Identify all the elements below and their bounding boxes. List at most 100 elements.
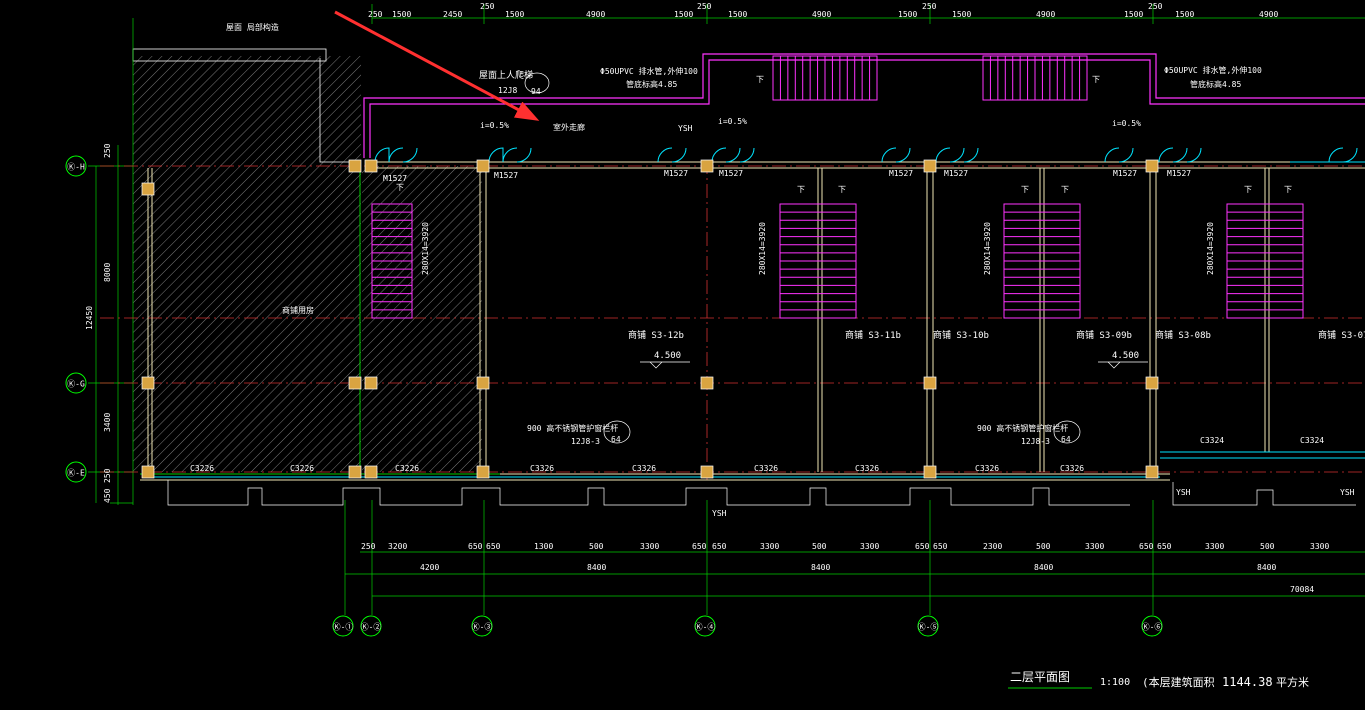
axis-bubble-v: Ⓚ-③ bbox=[471, 615, 493, 637]
column bbox=[923, 376, 937, 390]
down-6: 下 bbox=[1021, 185, 1029, 194]
axis-label: Ⓚ-E bbox=[67, 469, 85, 478]
note-pipe-elev-left: 管底标高4.85 bbox=[626, 79, 677, 89]
note-slope-1: i=0.5% bbox=[480, 121, 509, 130]
column bbox=[476, 159, 490, 173]
top-dim: 2450 bbox=[443, 10, 462, 19]
left-dim: 450 bbox=[103, 488, 112, 503]
door-label: M1527 bbox=[1167, 169, 1191, 178]
axis-bubble-v: Ⓚ-⑥ bbox=[1141, 615, 1163, 637]
columns-group bbox=[141, 159, 1159, 479]
area-unit: 平方米 bbox=[1276, 675, 1309, 689]
column bbox=[364, 376, 378, 390]
axis-label: Ⓚ-⑥ bbox=[1142, 623, 1163, 632]
column bbox=[476, 465, 490, 479]
top-dim: 250 bbox=[922, 2, 937, 11]
window-label: C3326 bbox=[632, 464, 656, 473]
column bbox=[1145, 159, 1159, 173]
bottom-dim: 650 bbox=[933, 542, 948, 551]
axis-bubble-v: Ⓚ-② bbox=[360, 615, 382, 637]
hatched-area-2 bbox=[362, 166, 482, 472]
note-hatched: 商铺用房 bbox=[282, 305, 314, 315]
bottom-dim: 3300 bbox=[1205, 542, 1224, 551]
stair-dim-4: 280X14=3920 bbox=[1206, 222, 1215, 275]
area-label: (本层建筑面积 bbox=[1142, 675, 1215, 689]
window-label: C3326 bbox=[1060, 464, 1084, 473]
axis-bubble-h: Ⓚ-E bbox=[65, 461, 87, 483]
top-dim: 250 bbox=[697, 2, 712, 11]
top-dim: 1500 bbox=[392, 10, 411, 19]
axis-bubble-v: Ⓚ-① bbox=[332, 615, 354, 637]
left-dim: 250 bbox=[103, 143, 112, 158]
column bbox=[1145, 465, 1159, 479]
top-dim: 250 bbox=[480, 2, 495, 11]
left-dim: 12450 bbox=[85, 306, 94, 330]
bottom-dim: 650 bbox=[468, 542, 483, 551]
axis-label: Ⓚ-H bbox=[67, 163, 85, 172]
note-rail-num-2: 64 bbox=[1061, 435, 1071, 444]
column bbox=[348, 376, 362, 390]
note-rail-ref-2: 12J8-3 bbox=[1021, 437, 1050, 446]
bottom-dim: 500 bbox=[812, 542, 827, 551]
bottom-dim: 650 bbox=[915, 542, 930, 551]
note-roof-num: 94 bbox=[531, 87, 541, 96]
vertical-axis-bubbles: Ⓚ-① Ⓚ-② Ⓚ-③ Ⓚ-④ Ⓚ-⑤ Ⓚ-⑥ bbox=[332, 615, 1163, 637]
top-dim: 1500 bbox=[505, 10, 524, 19]
top-dim: 250 bbox=[1148, 2, 1163, 11]
room-label: 商铺 S3-11b bbox=[845, 329, 901, 341]
axis-label: Ⓚ-② bbox=[361, 623, 382, 632]
window-label: C3324 bbox=[1300, 436, 1324, 445]
axis-bubble-v: Ⓚ-⑤ bbox=[917, 615, 939, 637]
axis-label: Ⓚ-G bbox=[67, 380, 85, 389]
hatched-area bbox=[133, 56, 361, 472]
room-label: 商铺 S3-10b bbox=[933, 329, 989, 341]
column bbox=[364, 465, 378, 479]
door-label: M1527 bbox=[383, 174, 407, 183]
stair bbox=[779, 203, 857, 319]
left-dim: 3400 bbox=[103, 413, 112, 432]
note-drain-top-right: Φ50UPVC 排水管,外伸100 bbox=[1164, 65, 1262, 75]
bottom-dim: 3300 bbox=[640, 542, 659, 551]
door-label: M1527 bbox=[719, 169, 743, 178]
stair-dim-3: 280X14=3920 bbox=[983, 222, 992, 275]
note-roof-access: 屋面上人爬梯 bbox=[479, 69, 533, 81]
red-arrow-annotation bbox=[334, 10, 540, 121]
bottom-dim: 650 bbox=[692, 542, 707, 551]
window-label: C3326 bbox=[975, 464, 999, 473]
top-dim: 1500 bbox=[674, 10, 693, 19]
axis-bubble-h: Ⓚ-H bbox=[65, 155, 87, 177]
bottom-dim2: 8400 bbox=[1257, 563, 1276, 572]
down-5: 下 bbox=[838, 185, 846, 194]
bottom-dim: 250 bbox=[361, 542, 376, 551]
top-dim: 4900 bbox=[1259, 10, 1278, 19]
column bbox=[348, 465, 362, 479]
axis-bubble-v: Ⓚ-④ bbox=[694, 615, 716, 637]
top-dim: 250 bbox=[368, 10, 383, 19]
bottom-dim2: 4200 bbox=[420, 563, 439, 572]
column bbox=[141, 465, 155, 479]
bottom-dim: 500 bbox=[589, 542, 604, 551]
note-rail-num-1: 64 bbox=[611, 435, 621, 444]
left-dim: 8000 bbox=[103, 263, 112, 282]
horizontal-axis-bubbles: Ⓚ-H Ⓚ-G Ⓚ-E bbox=[65, 155, 87, 483]
window-label: C3326 bbox=[530, 464, 554, 473]
bottom-dim: 2300 bbox=[983, 542, 1002, 551]
left-dim: 250 bbox=[103, 468, 112, 483]
top-dim: 1500 bbox=[1124, 10, 1143, 19]
bottom-dim: 650 bbox=[486, 542, 501, 551]
top-dim: 4900 bbox=[1036, 10, 1055, 19]
top-dim: 1500 bbox=[898, 10, 917, 19]
window-label: C3226 bbox=[395, 464, 419, 473]
door-label: M1527 bbox=[944, 169, 968, 178]
down-2: 下 bbox=[1092, 75, 1100, 84]
column bbox=[700, 159, 714, 173]
column bbox=[364, 159, 378, 173]
roof-upstand bbox=[319, 58, 358, 163]
stairs-group bbox=[371, 55, 1304, 319]
stair bbox=[1226, 203, 1304, 319]
axis-label: Ⓚ-⑤ bbox=[918, 623, 939, 632]
